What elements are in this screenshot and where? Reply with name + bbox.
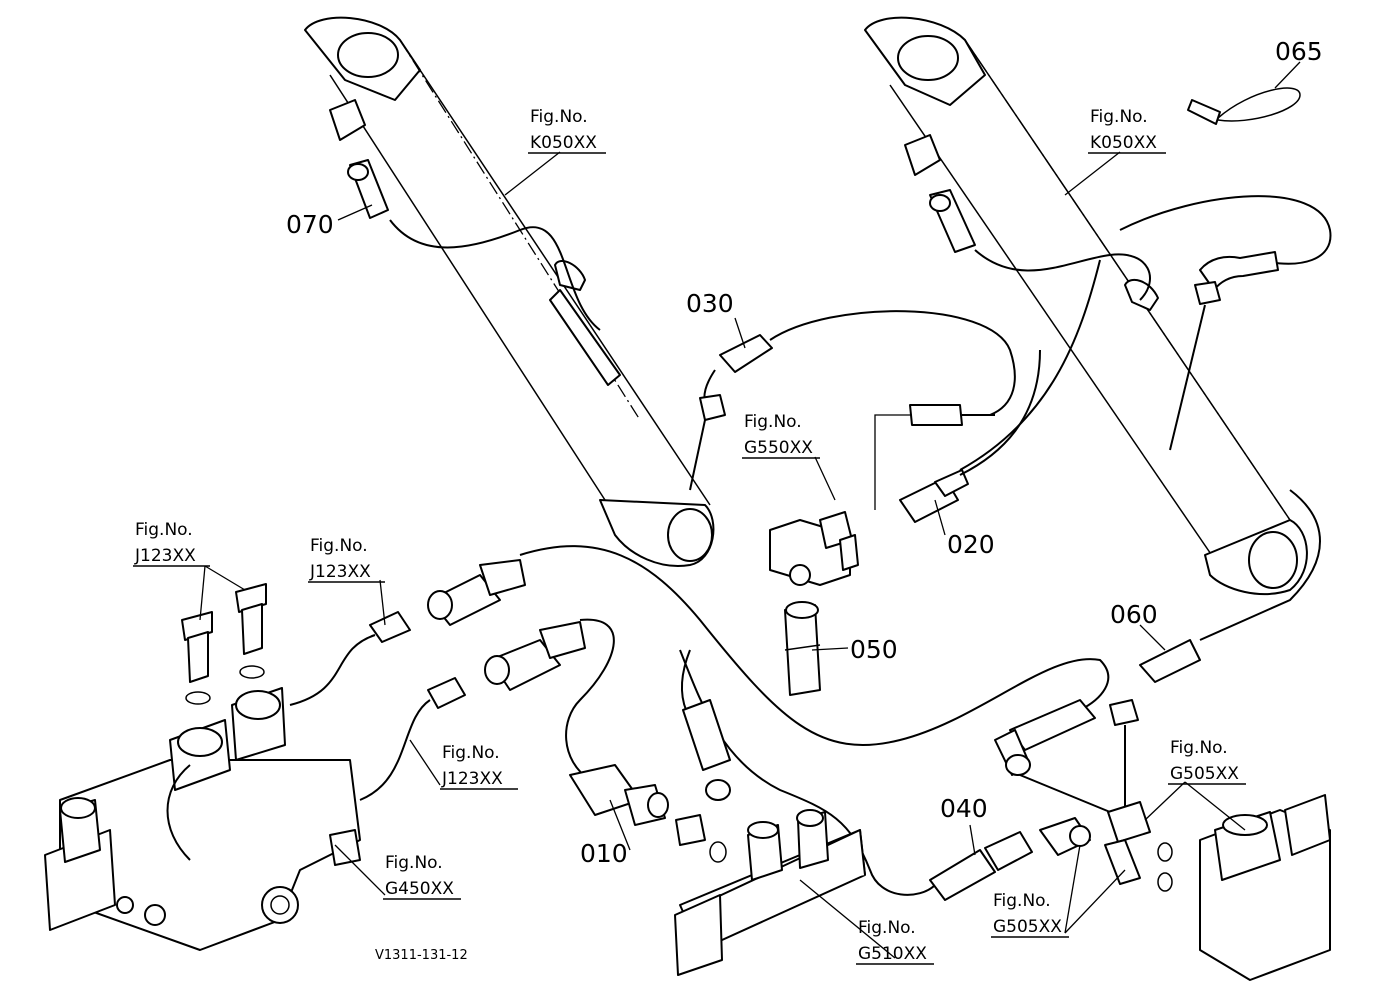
part-050-hose-fitting xyxy=(784,601,821,696)
svg-text:Fig.No.: Fig.No. xyxy=(385,853,443,873)
part-070-hose-fitting xyxy=(329,99,389,219)
fig-ref-g450: Fig.No. G450XX xyxy=(383,853,461,900)
svg-text:G505XX: G505XX xyxy=(1170,764,1239,784)
svg-text:G450XX: G450XX xyxy=(385,879,454,899)
callout-leaders xyxy=(199,61,1301,959)
svg-text:Fig.No.: Fig.No. xyxy=(858,918,916,938)
callout-050: 050 xyxy=(850,635,898,664)
fig-ref-g505-b: Fig.No. G505XX xyxy=(991,891,1069,938)
callout-010: 010 xyxy=(580,839,628,868)
callout-labels: 070 030 065 020 050 060 040 010 xyxy=(286,37,1323,868)
right-cylinder-hose-fitting xyxy=(904,134,976,253)
fig-ref-j123-b: Fig.No. J123XX xyxy=(308,536,385,583)
svg-text:G510XX: G510XX xyxy=(858,944,927,964)
left-control-valve-body xyxy=(44,583,361,951)
svg-text:Fig.No.: Fig.No. xyxy=(1170,738,1228,758)
right-control-valve xyxy=(1039,794,1331,981)
left-hose-ends xyxy=(289,559,586,801)
diagram-code: V1311-131-12 xyxy=(375,948,468,963)
svg-text:J123XX: J123XX xyxy=(309,562,371,582)
figure-references: Fig.No. K050XX Fig.No. K050XX Fig.No. G5… xyxy=(133,107,1246,965)
svg-text:Fig.No.: Fig.No. xyxy=(135,520,193,540)
callout-030: 030 xyxy=(686,289,734,318)
callout-020: 020 xyxy=(947,530,995,559)
svg-text:Fig.No.: Fig.No. xyxy=(993,891,1051,911)
fig-ref-g510: Fig.No. G510XX xyxy=(856,918,934,965)
part-010-hose-end xyxy=(569,764,727,863)
svg-text:Fig.No.: Fig.No. xyxy=(1090,107,1148,127)
svg-text:K050XX: K050XX xyxy=(1090,133,1157,153)
hydraulic-hoses xyxy=(389,195,1332,901)
svg-text:G550XX: G550XX xyxy=(744,438,813,458)
fig-ref-j123-c: Fig.No. J123XX xyxy=(440,743,518,790)
callout-060: 060 xyxy=(1110,600,1158,629)
fig-ref-g550: Fig.No. G550XX xyxy=(742,412,820,459)
right-lift-cylinder xyxy=(864,16,1308,596)
svg-text:Fig.No.: Fig.No. xyxy=(530,107,588,127)
fig-ref-k050-left: Fig.No. K050XX xyxy=(528,107,606,154)
callout-070: 070 xyxy=(286,210,334,239)
center-valve-block xyxy=(674,699,866,976)
svg-text:K050XX: K050XX xyxy=(530,133,597,153)
callout-040: 040 xyxy=(940,794,988,823)
part-065-cable-tie xyxy=(1187,87,1301,125)
tee-fitting-bracket xyxy=(769,511,859,586)
svg-text:Fig.No.: Fig.No. xyxy=(744,412,802,432)
fig-ref-j123-a: Fig.No. J123XX xyxy=(133,520,210,567)
callout-065: 065 xyxy=(1275,37,1323,66)
left-lift-cylinder xyxy=(304,16,715,567)
svg-text:J123XX: J123XX xyxy=(441,769,503,789)
fig-ref-k050-right: Fig.No. K050XX xyxy=(1088,107,1166,154)
svg-text:Fig.No.: Fig.No. xyxy=(442,743,500,763)
svg-text:G505XX: G505XX xyxy=(993,917,1062,937)
fig-ref-g505-a: Fig.No. G505XX xyxy=(1168,738,1246,785)
svg-text:J123XX: J123XX xyxy=(134,546,196,566)
svg-text:Fig.No.: Fig.No. xyxy=(310,536,368,556)
